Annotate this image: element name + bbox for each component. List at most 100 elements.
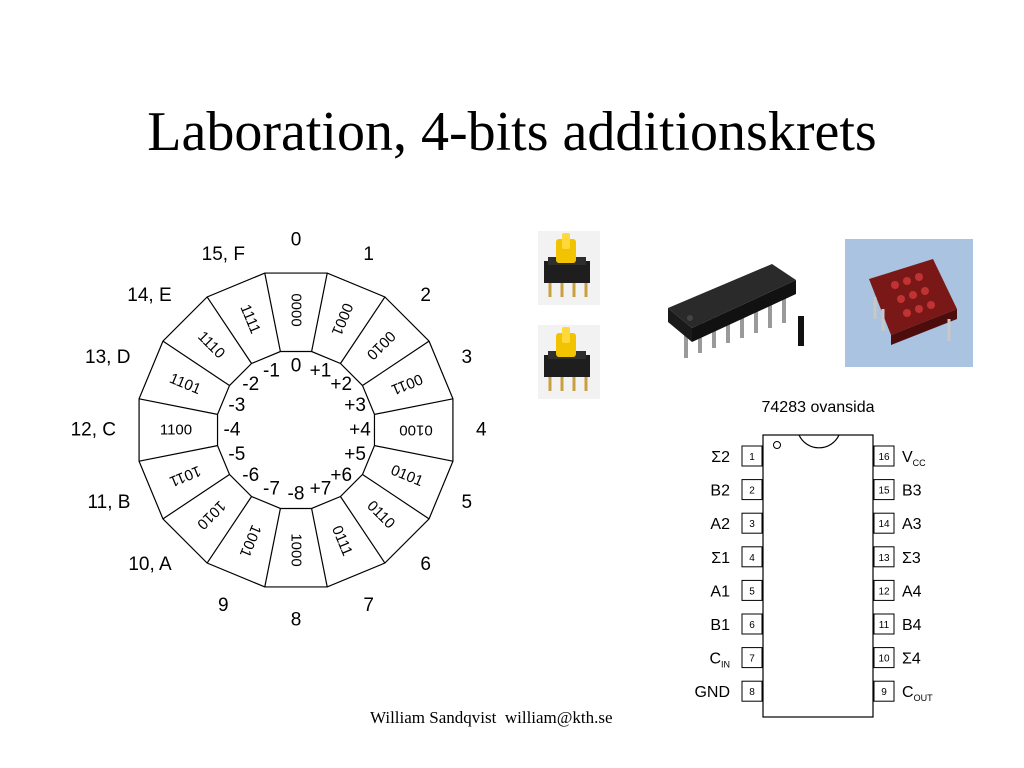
pin-10 (873, 647, 895, 669)
pin1-marker (773, 441, 781, 449)
pin-5 (741, 579, 763, 601)
pin-label: Σ4 (902, 651, 921, 668)
wheel-signed-label: +6 (330, 465, 352, 486)
wheel-hex-label: 10, A (128, 554, 172, 575)
wheel-hex-label: 14, E (127, 285, 171, 306)
footer-author: William Sandqvist (370, 708, 497, 727)
wheel-hex-label: 12, C (71, 420, 116, 441)
wheel-hex-label: 0 (291, 230, 302, 251)
wheel-segment-divider (138, 398, 218, 415)
pin-number: 11 (879, 620, 890, 631)
pin-label: CIN (709, 651, 730, 670)
pin-label: Σ2 (711, 449, 730, 466)
wheel-signed-label: -7 (263, 479, 280, 500)
wheel-binary-label: 1011 (167, 462, 203, 490)
wheel-signed-label: -5 (228, 444, 245, 465)
wheel-binary-label: 1000 (288, 533, 305, 566)
wheel-signed-label: +3 (344, 395, 366, 416)
pin-number: 3 (749, 519, 755, 530)
pin-number: 2 (749, 486, 755, 497)
wheel-binary-label: 0011 (389, 370, 425, 398)
pin-label: B4 (902, 617, 922, 634)
wheel-binary-label: 1100 (160, 422, 192, 439)
wheel-hex-label: 4 (476, 420, 487, 441)
pin-label: A4 (902, 583, 922, 600)
wheel-segment-divider (311, 508, 328, 588)
wheel-binary-label: 1110 (194, 328, 228, 362)
wheel-hex-label: 11, B (87, 492, 130, 513)
wheel-signed-label: -1 (263, 360, 280, 381)
pin-number: 12 (878, 586, 890, 597)
chip-body (762, 434, 874, 718)
wheel-hex-label: 3 (462, 347, 473, 368)
wheel-segment-divider (138, 445, 218, 462)
pin-11 (873, 613, 895, 635)
pin-1 (741, 445, 763, 467)
rotary-switch-photo-bottom (538, 325, 600, 399)
wheel-segment-divider (206, 296, 253, 364)
pin-number: 10 (878, 654, 890, 665)
pin-2 (741, 479, 763, 501)
wheel-signed-label: +7 (310, 479, 332, 500)
wheel-signed-label: -2 (242, 374, 259, 395)
wheel-segment-divider (162, 340, 230, 387)
wheel-signed-label: -6 (242, 465, 259, 486)
wheel-signed-label: +4 (349, 420, 371, 441)
pin-15 (873, 479, 895, 501)
wheel-segment-divider (339, 296, 386, 364)
pin-7 (741, 647, 763, 669)
wheel-binary-label: 0000 (288, 293, 305, 326)
pin-13 (873, 546, 895, 568)
wheel-segment-divider (206, 496, 253, 564)
wheel-binary-label: 1101 (167, 370, 203, 398)
pin-label: A1 (710, 583, 730, 600)
pin-number: 1 (749, 452, 755, 463)
wheel-segment-divider (374, 398, 454, 415)
wheel-binary-label: 1111 (236, 302, 263, 336)
pin-label: Σ3 (902, 550, 921, 567)
wheel-signed-label: +2 (330, 374, 352, 395)
pin-number: 9 (881, 687, 887, 698)
wheel-signed-label: +1 (310, 360, 332, 381)
slide-title: Laboration, 4-bits additionskrets (147, 101, 877, 163)
wheel-hex-label: 7 (363, 595, 374, 616)
wheel-segment-divider (162, 473, 230, 520)
wheel-binary-label: 0001 (328, 300, 356, 337)
pin-label: B3 (902, 483, 922, 500)
ic-74283-pinout: 74283 ovansida1Σ22B23A24Σ15A16B17CIN8GND… (694, 399, 933, 718)
pin-16 (873, 445, 895, 467)
wheel-segment-divider (264, 272, 281, 352)
wheel-hex-label: 8 (291, 610, 302, 631)
pin-12 (873, 579, 895, 601)
wheel-hex-label: 15, F (202, 244, 245, 265)
pin-label: COUT (902, 684, 933, 703)
pin-number: 15 (878, 486, 890, 497)
pin-3 (741, 512, 763, 534)
footer-email: william@kth.se (504, 708, 613, 727)
wheel-signed-label: -3 (228, 395, 245, 416)
wheel-binary-label: 1010 (193, 497, 229, 533)
pin-label: B2 (710, 483, 730, 500)
pin-label: Σ1 (711, 550, 730, 567)
pin-label: A2 (710, 516, 730, 533)
wheel-signed-label: +5 (344, 444, 366, 465)
wheel-hex-label: 9 (218, 595, 229, 616)
pin-label: A3 (902, 516, 922, 533)
pin-4 (741, 546, 763, 568)
wheel-segment-divider (339, 496, 386, 564)
wheel-segment-divider (311, 272, 328, 352)
wheel-binary-label: 0110 (363, 497, 398, 532)
dip-ic-photo (668, 264, 804, 358)
wheel-hex-label: 2 (420, 285, 431, 306)
rotary-switch-photo-top (538, 231, 600, 305)
wheel-binary-label: 0100 (399, 422, 432, 439)
footer: William Sandqvist william@kth.se (370, 708, 613, 728)
wheel-hex-label: 1 (363, 244, 374, 265)
pin-9 (873, 680, 895, 702)
chip-notch (798, 434, 840, 449)
wheel-hex-label: 5 (462, 492, 473, 513)
wheel-segment-divider (264, 508, 281, 588)
wheel-segment-divider (362, 473, 430, 520)
wheel-signed-label: -8 (288, 484, 305, 505)
